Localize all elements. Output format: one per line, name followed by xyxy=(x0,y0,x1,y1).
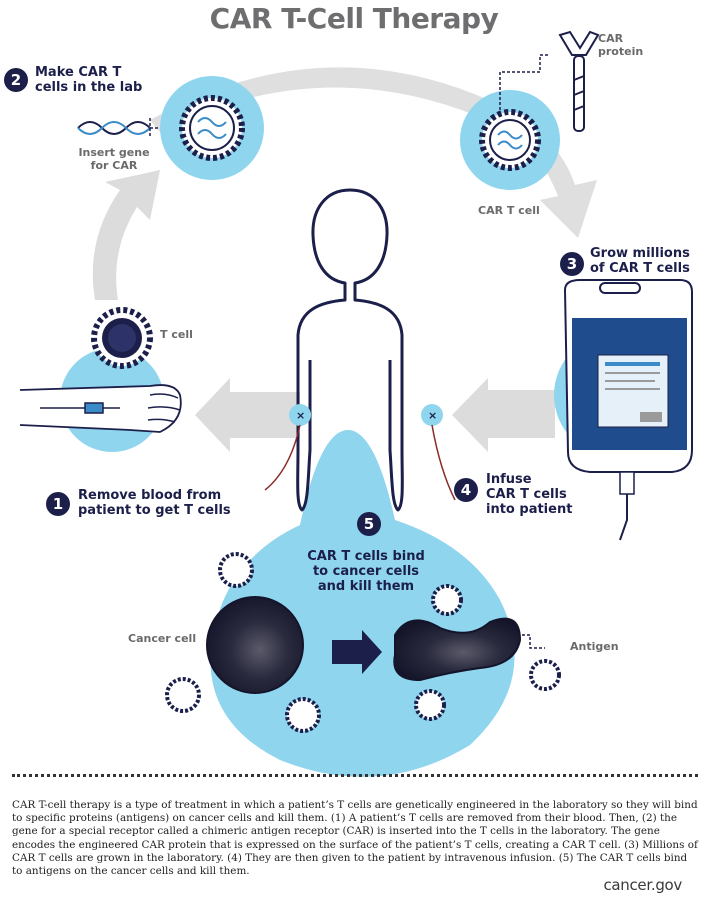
antigen-label: Antigen xyxy=(570,640,619,653)
step-1-text: Remove blood from patient to get T cells xyxy=(78,488,231,518)
infusion-site-right xyxy=(421,404,443,426)
car-protein-callout xyxy=(499,54,548,115)
svg-text:×: × xyxy=(296,409,305,422)
step-4-line3: into patient xyxy=(486,502,573,517)
step-1-line1: Remove blood from xyxy=(78,488,222,503)
step-4-badge: 4 xyxy=(454,478,478,502)
step-3-line2: of CAR T cells xyxy=(590,261,690,276)
kill-arrow xyxy=(332,630,382,674)
step-1-badge: 1 xyxy=(46,492,70,516)
step-3-line1: Grow millions xyxy=(590,246,690,261)
arrow-left-to-patient xyxy=(452,378,555,452)
source-credit: cancer.gov xyxy=(603,876,682,894)
cancer-cell xyxy=(206,596,304,694)
car-protein-line2: protein xyxy=(598,45,644,58)
step-4-line1: Infuse xyxy=(486,472,532,487)
arrow-left-to-blood xyxy=(195,378,300,452)
svg-text:×: × xyxy=(428,409,437,422)
car-t-cell-icon xyxy=(479,109,541,171)
description-paragraph: CAR T-cell therapy is a type of treatmen… xyxy=(12,799,698,878)
step-2-line2: cells in the lab xyxy=(35,80,143,95)
cancer-cell-label: Cancer cell xyxy=(128,632,197,645)
step-3-text: Grow millions of CAR T cells xyxy=(590,246,690,276)
page-title: CAR T-Cell Therapy xyxy=(209,2,499,35)
infusion-site-left xyxy=(289,404,311,426)
dying-cancer-cell xyxy=(393,617,522,682)
step-2-line1: Make CAR T xyxy=(35,65,122,80)
attacking-car-t-cells xyxy=(165,552,561,733)
t-cell-label: T cell xyxy=(160,328,193,341)
step-2-badge: 2 xyxy=(4,68,28,92)
lab-t-cell xyxy=(179,95,245,161)
step-1-line2: patient to get T cells xyxy=(78,503,231,518)
syringe-icon xyxy=(40,402,120,414)
insert-gene-line2: for CAR xyxy=(90,159,138,172)
antigen-callout xyxy=(522,634,545,649)
patient-silhouette xyxy=(296,188,404,512)
arrow-up-to-lab xyxy=(92,170,160,300)
step-5-line2: to cancer cells xyxy=(312,564,420,579)
t-cell-icon xyxy=(91,307,153,369)
gene-callout-line xyxy=(149,118,160,138)
kill-scene-bubble xyxy=(210,430,515,777)
dna-icon xyxy=(77,121,151,135)
iv-line-left xyxy=(264,424,301,491)
step-2-text: Make CAR T cells in the lab xyxy=(35,65,142,95)
step-5-text: CAR T cells bind to cancer cells and kil… xyxy=(296,549,436,594)
step-5-line3: and kill them xyxy=(317,579,415,594)
hand-fingers xyxy=(147,393,181,423)
car-protein-line1: CAR xyxy=(598,32,624,45)
section-divider xyxy=(12,774,698,777)
step-5-badge: 5 xyxy=(357,512,381,536)
step-4-line2: CAR T cells xyxy=(486,487,567,502)
step-3-badge: 3 xyxy=(560,252,584,276)
car-t-cell-label: CAR T cell xyxy=(478,204,540,217)
insert-gene-line1: Insert gene xyxy=(78,146,150,159)
insert-gene-label: Insert gene for CAR xyxy=(74,146,154,172)
iv-line-right xyxy=(431,424,456,501)
step-4-text: Infuse CAR T cells into patient xyxy=(486,472,572,517)
iv-bag-icon xyxy=(563,279,693,541)
step-5-line1: CAR T cells bind xyxy=(307,549,425,564)
car-protein-label: CAR protein xyxy=(598,32,643,58)
car-protein-icon xyxy=(558,30,600,132)
